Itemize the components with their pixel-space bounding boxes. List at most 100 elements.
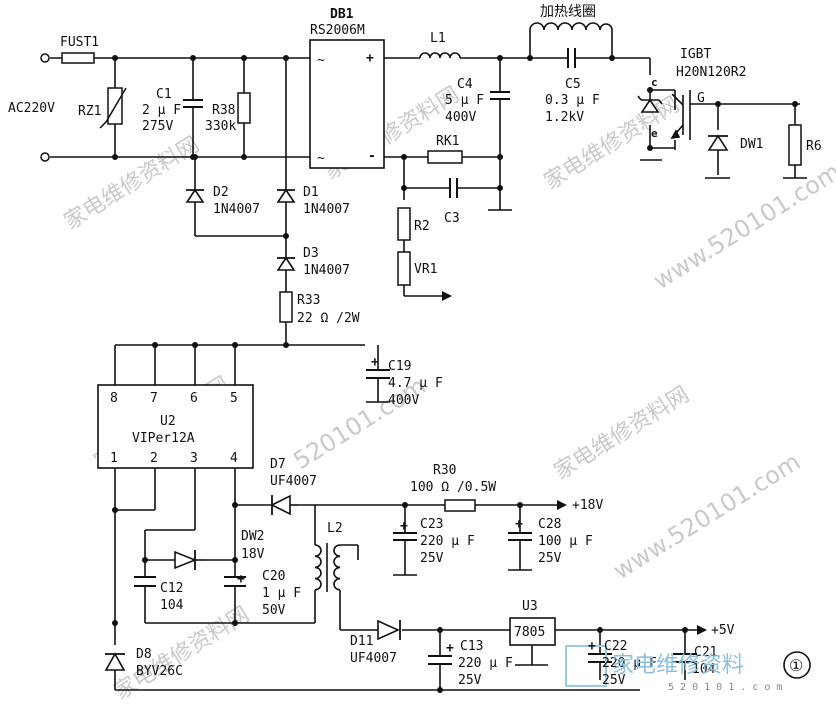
footer-brand: 家电维修资料 bbox=[612, 653, 744, 678]
label-igbt-part: H20N120R2 bbox=[676, 65, 746, 80]
label-d3: D3 bbox=[303, 246, 319, 261]
footer-logo bbox=[565, 645, 811, 687]
label-c22-value: 220 μ F bbox=[602, 656, 657, 671]
diode-d2 bbox=[185, 189, 205, 203]
label-igbt: IGBT bbox=[680, 47, 711, 62]
label-d11-part: UF4007 bbox=[350, 651, 397, 666]
label-c20-value: 1 μ F bbox=[262, 586, 301, 601]
label-c12-value: 104 bbox=[160, 598, 184, 613]
label-c13: C13 bbox=[460, 639, 483, 654]
label-c13-rating: 25V bbox=[458, 673, 482, 688]
ic-viper12a bbox=[97, 384, 254, 469]
label-c4: C4 bbox=[457, 77, 473, 92]
polarity-plus: + bbox=[446, 641, 454, 656]
figure-number: ① bbox=[789, 656, 803, 675]
resistor-rk1 bbox=[427, 150, 463, 164]
ic-pin-3: 3 bbox=[190, 451, 198, 466]
label-d3-part: 1N4007 bbox=[303, 263, 350, 278]
label-c21: C21 bbox=[694, 645, 717, 660]
label-c20: C20 bbox=[262, 569, 285, 584]
bridge-minus: - bbox=[368, 149, 376, 164]
diode-d8 bbox=[104, 652, 126, 678]
capacitor-c19 bbox=[366, 369, 390, 379]
resistor-r38 bbox=[237, 92, 251, 124]
label-c1-rating: 275V bbox=[142, 119, 173, 134]
label-l2: L2 bbox=[327, 521, 343, 536]
zener-dw1 bbox=[707, 134, 729, 151]
heating-coil bbox=[529, 22, 613, 31]
arrows bbox=[442, 291, 707, 635]
label-u3: U3 bbox=[522, 599, 538, 614]
label-db1-part: RS2006M bbox=[310, 23, 365, 38]
label-l1: L1 bbox=[430, 31, 446, 46]
ic-pin-4: 4 bbox=[230, 451, 238, 466]
label-rk1: RK1 bbox=[436, 134, 459, 149]
label-c21-value: 104 bbox=[692, 662, 716, 677]
capacitor-c21 bbox=[673, 653, 697, 663]
label-c12: C12 bbox=[160, 581, 183, 596]
bridge-ac1: ~ bbox=[317, 53, 325, 68]
label-d7-part: UF4007 bbox=[270, 474, 317, 489]
diode-d11 bbox=[377, 619, 401, 641]
bridge-ac2: ~ bbox=[317, 151, 325, 166]
label-r38: R38 bbox=[212, 103, 235, 118]
label-heating-coil: 加热线圈 bbox=[540, 4, 596, 20]
igbt-c-pin: c bbox=[651, 76, 658, 89]
label-d1: D1 bbox=[303, 185, 319, 200]
resistor-r33 bbox=[279, 291, 293, 323]
label-d2: D2 bbox=[213, 185, 229, 200]
capacitor-c4 bbox=[490, 91, 510, 100]
capacitor-c23 bbox=[393, 532, 417, 541]
ic-pin-1: 1 bbox=[110, 451, 118, 466]
label-c1: C1 bbox=[156, 87, 172, 102]
label-u3-part: 7805 bbox=[514, 625, 545, 640]
capacitor-c5 bbox=[567, 48, 576, 68]
label-c28-value: 100 μ F bbox=[538, 534, 593, 549]
ic-pin-2: 2 bbox=[150, 451, 158, 466]
varistor bbox=[99, 87, 127, 129]
label-c23-value: 220 μ F bbox=[420, 534, 475, 549]
fuse bbox=[61, 52, 95, 64]
label-c28-rating: 25V bbox=[538, 551, 562, 566]
resistor-r6 bbox=[788, 124, 802, 166]
label-r30-value: 100 Ω /0.5W bbox=[410, 480, 496, 495]
label-d1-part: 1N4007 bbox=[303, 202, 350, 217]
polarity-plus: + bbox=[237, 572, 245, 587]
transformer-l2 bbox=[314, 543, 341, 592]
label-dw1: DW1 bbox=[740, 137, 763, 152]
label-ac: AC220V bbox=[8, 101, 55, 116]
label-r33: R33 bbox=[297, 293, 320, 308]
watermark-url: www.520101.com bbox=[648, 158, 836, 296]
polarity-plus: + bbox=[588, 639, 596, 654]
label-c19-value: 4.7 μ F bbox=[388, 376, 443, 391]
capacitor-c12 bbox=[134, 576, 156, 587]
watermark-text: 家电维修资料网 bbox=[60, 132, 204, 235]
polarity-plus: + bbox=[400, 519, 408, 534]
ic-pin-8: 8 bbox=[110, 391, 118, 406]
capacitor-c22 bbox=[588, 653, 612, 663]
label-vr1: VR1 bbox=[414, 262, 437, 277]
label-r6: R6 bbox=[806, 139, 822, 154]
polarity-plus: + bbox=[371, 355, 379, 370]
label-18v: +18V bbox=[572, 498, 603, 513]
footer-url: 5 2 0 1 0 1 . c o m bbox=[668, 682, 782, 693]
polarity-plus: + bbox=[515, 517, 523, 532]
potentiometer-vr1 bbox=[397, 251, 411, 286]
label-fuse: FUST1 bbox=[60, 35, 99, 50]
watermark-text: 家电维修资料网 bbox=[550, 382, 694, 485]
ic-pin-7: 7 bbox=[150, 391, 158, 406]
watermark-url: www.520101.com bbox=[608, 448, 805, 586]
label-c3: C3 bbox=[444, 211, 460, 226]
label-5v: +5V bbox=[711, 623, 735, 638]
label-c20-rating: 50V bbox=[262, 603, 286, 618]
label-db1: DB1 bbox=[330, 7, 354, 22]
label-c23: C23 bbox=[420, 517, 443, 532]
label-c23-rating: 25V bbox=[420, 551, 444, 566]
zener-dw2 bbox=[174, 550, 205, 570]
label-c19-rating: 400V bbox=[388, 393, 419, 408]
label-d11: D11 bbox=[350, 634, 373, 649]
label-d7: D7 bbox=[270, 457, 286, 472]
diode-d7 bbox=[270, 494, 298, 516]
